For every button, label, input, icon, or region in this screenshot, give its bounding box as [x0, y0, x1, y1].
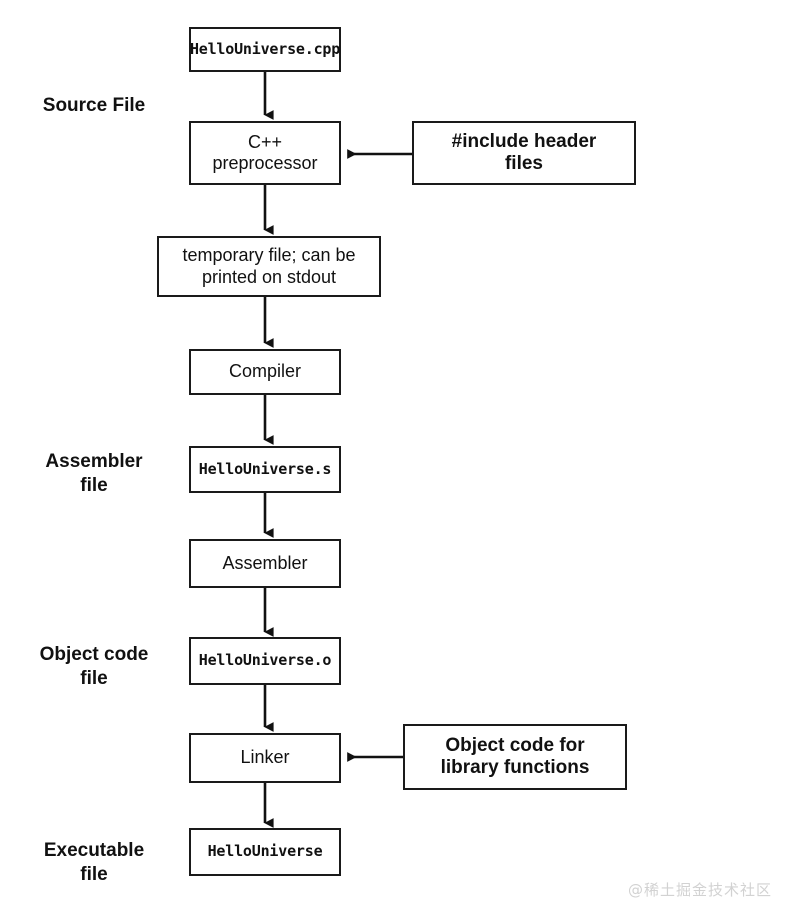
node-label: HelloUniverse.s: [198, 459, 332, 478]
node-cpp-preprocessor[interactable]: C++ preprocessor: [189, 121, 341, 185]
node-label: C++ preprocessor: [212, 131, 318, 173]
node-object-code-library[interactable]: Object code for library functions: [403, 724, 627, 790]
node-label: #include header files: [451, 130, 597, 174]
stage-label-object-code-file: Object code file: [39, 644, 149, 689]
node-label: Object code for library functions: [440, 734, 590, 778]
node-hellouniverse-cpp[interactable]: HelloUniverse.cpp: [189, 27, 341, 72]
node-linker[interactable]: Linker: [189, 733, 341, 783]
stage-label-assembler-file: Assembler file: [45, 451, 143, 496]
node-label: Compiler: [228, 361, 302, 382]
node-label: Assembler: [222, 552, 308, 573]
node-assembler[interactable]: Assembler: [189, 539, 341, 588]
node-include-header-files[interactable]: #include header files: [412, 121, 636, 185]
node-label: HelloUniverse: [207, 842, 323, 861]
node-label: Linker: [240, 747, 290, 768]
node-hellouniverse-exe[interactable]: HelloUniverse: [189, 828, 341, 876]
watermark: @稀土掘金技术社区: [627, 881, 772, 899]
node-temporary-file[interactable]: temporary file; can be printed on stdout: [157, 236, 381, 297]
stage-label-source-file: Source File: [42, 95, 146, 116]
node-hellouniverse-o[interactable]: HelloUniverse.o: [189, 637, 341, 685]
stage-label-executable-file: Executable file: [43, 840, 145, 885]
node-compiler[interactable]: Compiler: [189, 349, 341, 395]
node-label: HelloUniverse.cpp: [189, 39, 341, 58]
node-hellouniverse-s[interactable]: HelloUniverse.s: [189, 446, 341, 493]
node-label: temporary file; can be printed on stdout: [182, 245, 356, 287]
node-label: HelloUniverse.o: [198, 651, 332, 670]
